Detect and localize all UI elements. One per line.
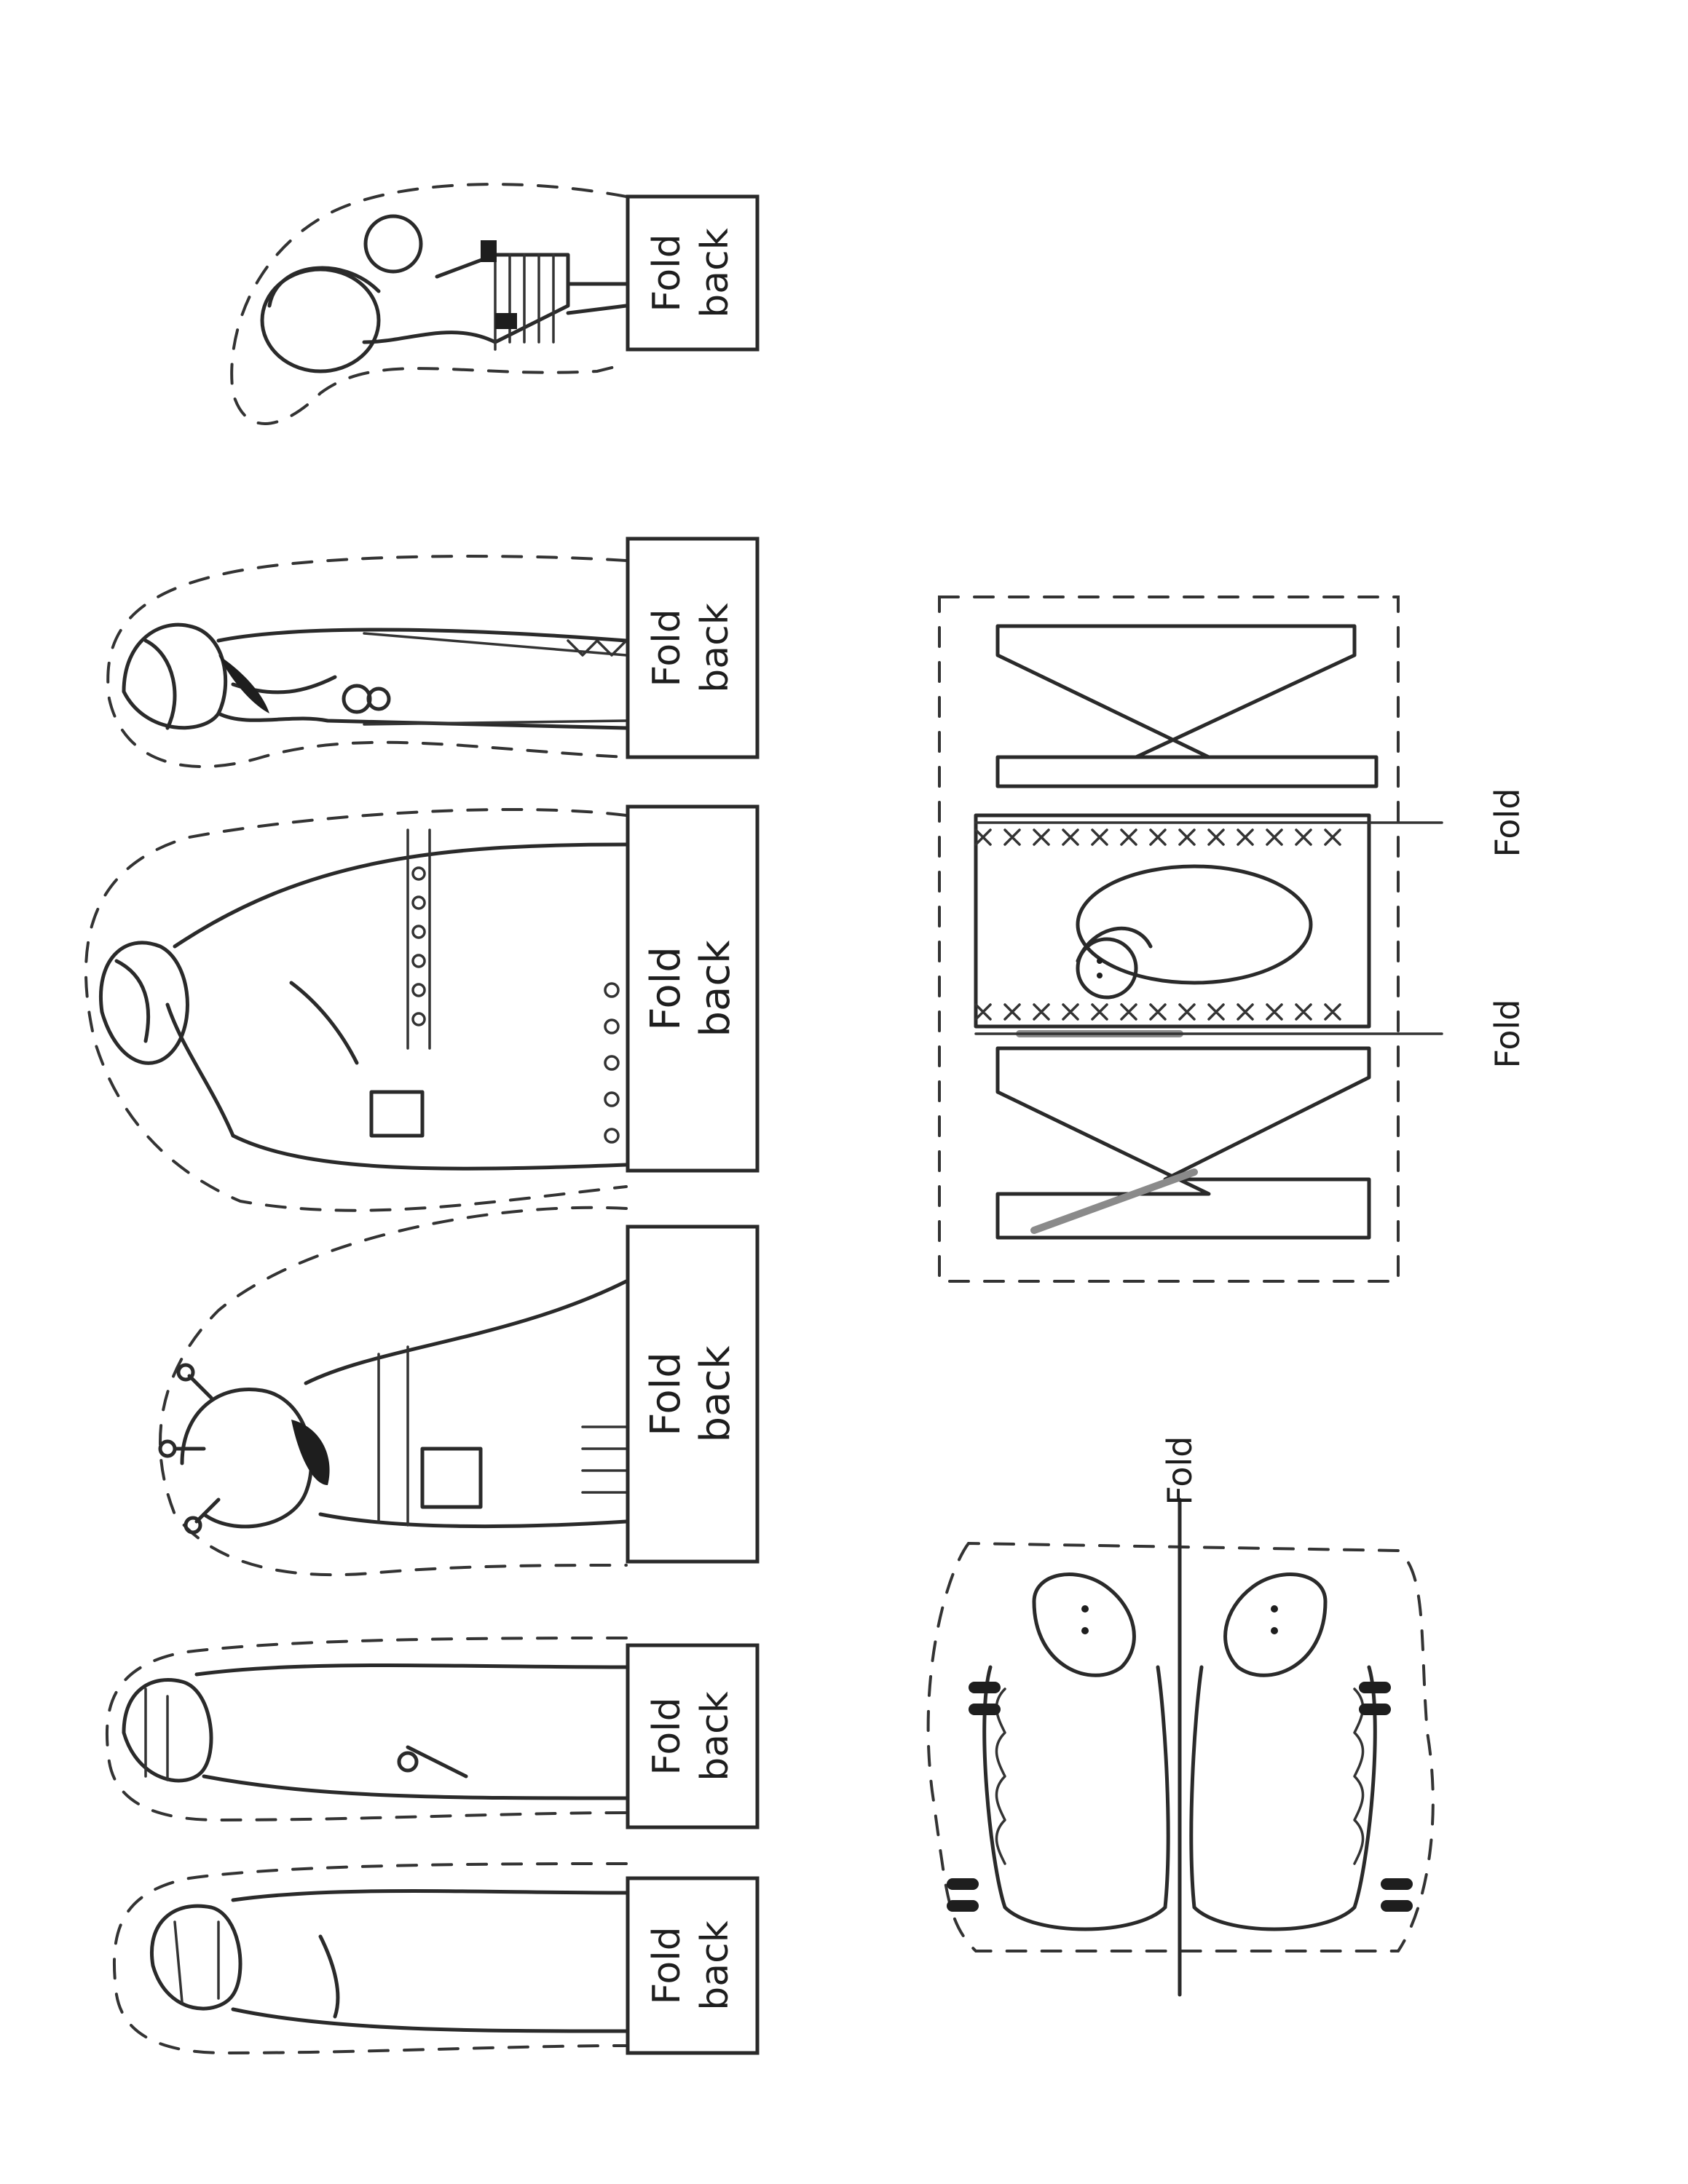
cut-line-crowned-king	[159, 1206, 628, 1577]
fold-label-line1: Fold	[642, 1352, 690, 1436]
sheep-drawing-left	[947, 1572, 1170, 1931]
mary-drawing	[150, 1889, 628, 2033]
fold-label-line2: back	[692, 1345, 739, 1443]
king-with-gift-drawing	[122, 622, 628, 730]
fold-tab-joseph	[626, 804, 760, 1173]
fold-tab-crowned-king	[626, 1224, 760, 1564]
figure-crowned-king: Fold back	[158, 1206, 760, 1577]
cut-line-joseph	[84, 807, 628, 1212]
cut-line-shepherd	[105, 1637, 628, 1822]
cut-line-king-with-gift	[106, 555, 628, 768]
fold-label-line2: back	[693, 228, 737, 318]
manger-cutout: Fold Fold	[938, 596, 1527, 1283]
fold-label-line1: Fold	[645, 234, 689, 312]
fold-label-line1: Fold	[645, 609, 689, 687]
shepherd-boy-drawing	[260, 214, 628, 373]
manger-drawing	[974, 624, 1379, 1240]
fold-label-line2: back	[693, 1920, 737, 2011]
cut-line-sheep	[926, 1541, 1435, 1952]
fold-tab-shepherd-boy	[626, 194, 760, 352]
figure-shepherd-boy: Fold back	[230, 183, 760, 425]
figure-shepherd: Fold back	[105, 1637, 760, 1829]
fold-label-line2: back	[693, 1691, 737, 1781]
fold-label-line2: back	[692, 940, 739, 1037]
fold-tab-mary	[626, 1876, 760, 2055]
fold-label-line1: Fold	[645, 1926, 689, 2004]
figure-mary: Fold back	[112, 1862, 760, 2055]
cut-line-mary	[112, 1862, 628, 2055]
fold-label-line1: Fold	[642, 946, 690, 1031]
shepherd-drawing	[122, 1663, 628, 1800]
cut-line-manger	[938, 596, 1400, 1283]
cut-line-shepherd-boy	[230, 183, 628, 425]
sheep-cutout: Fold	[926, 1436, 1435, 1997]
fold-tab-shepherd	[626, 1643, 760, 1829]
fold-label-line2: back	[693, 603, 737, 693]
fold-label-line1: Fold	[645, 1697, 689, 1775]
fold-label-manger-top: Fold	[1488, 788, 1527, 858]
joseph-drawing	[99, 828, 628, 1171]
fold-label-sheep: Fold	[1160, 1436, 1199, 1506]
figure-joseph: Fold back	[84, 804, 760, 1212]
baby-jesus	[1076, 864, 1313, 985]
crowned-king-drawing	[158, 1279, 628, 1535]
figure-king-with-gift: Fold back	[106, 537, 760, 768]
fold-tab-king-with-gift	[626, 537, 760, 759]
fold-label-manger-bottom: Fold	[1488, 1000, 1527, 1069]
sheep-drawing-right	[1189, 1572, 1413, 1931]
